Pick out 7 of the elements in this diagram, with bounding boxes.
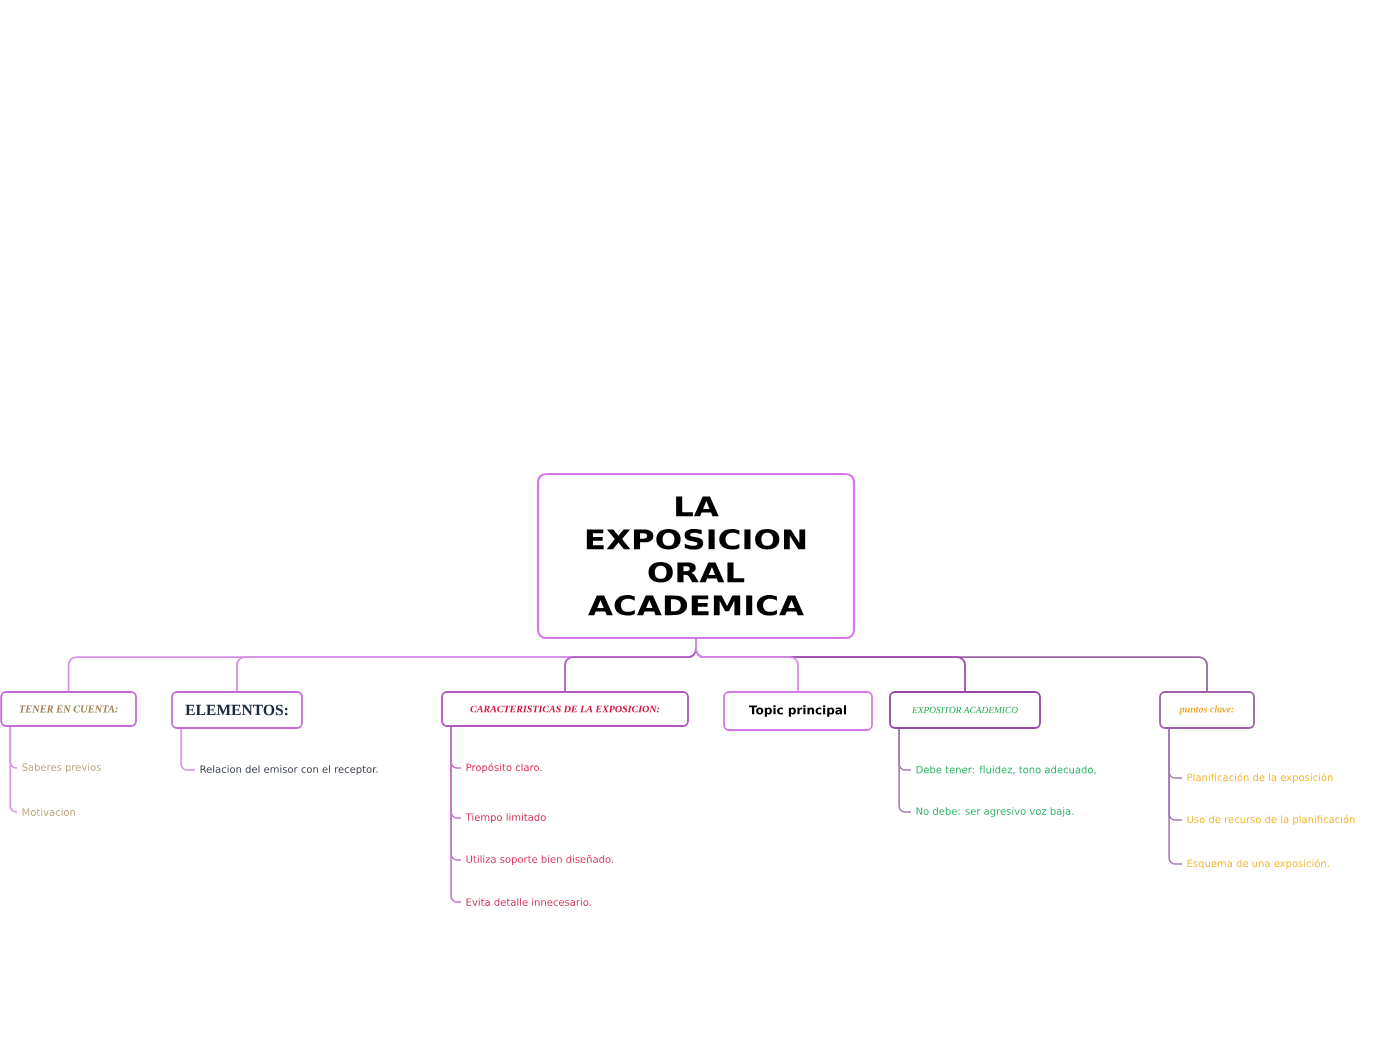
branch-line — [180, 728, 196, 771]
branch-line — [9, 726, 18, 813]
central-topic-box: LA EXPOSICION ORAL ACADEMICA — [536, 472, 856, 640]
branch-line — [450, 726, 462, 903]
branch-line — [898, 728, 912, 813]
branch-line — [1168, 728, 1183, 865]
connector-line — [695, 638, 799, 692]
